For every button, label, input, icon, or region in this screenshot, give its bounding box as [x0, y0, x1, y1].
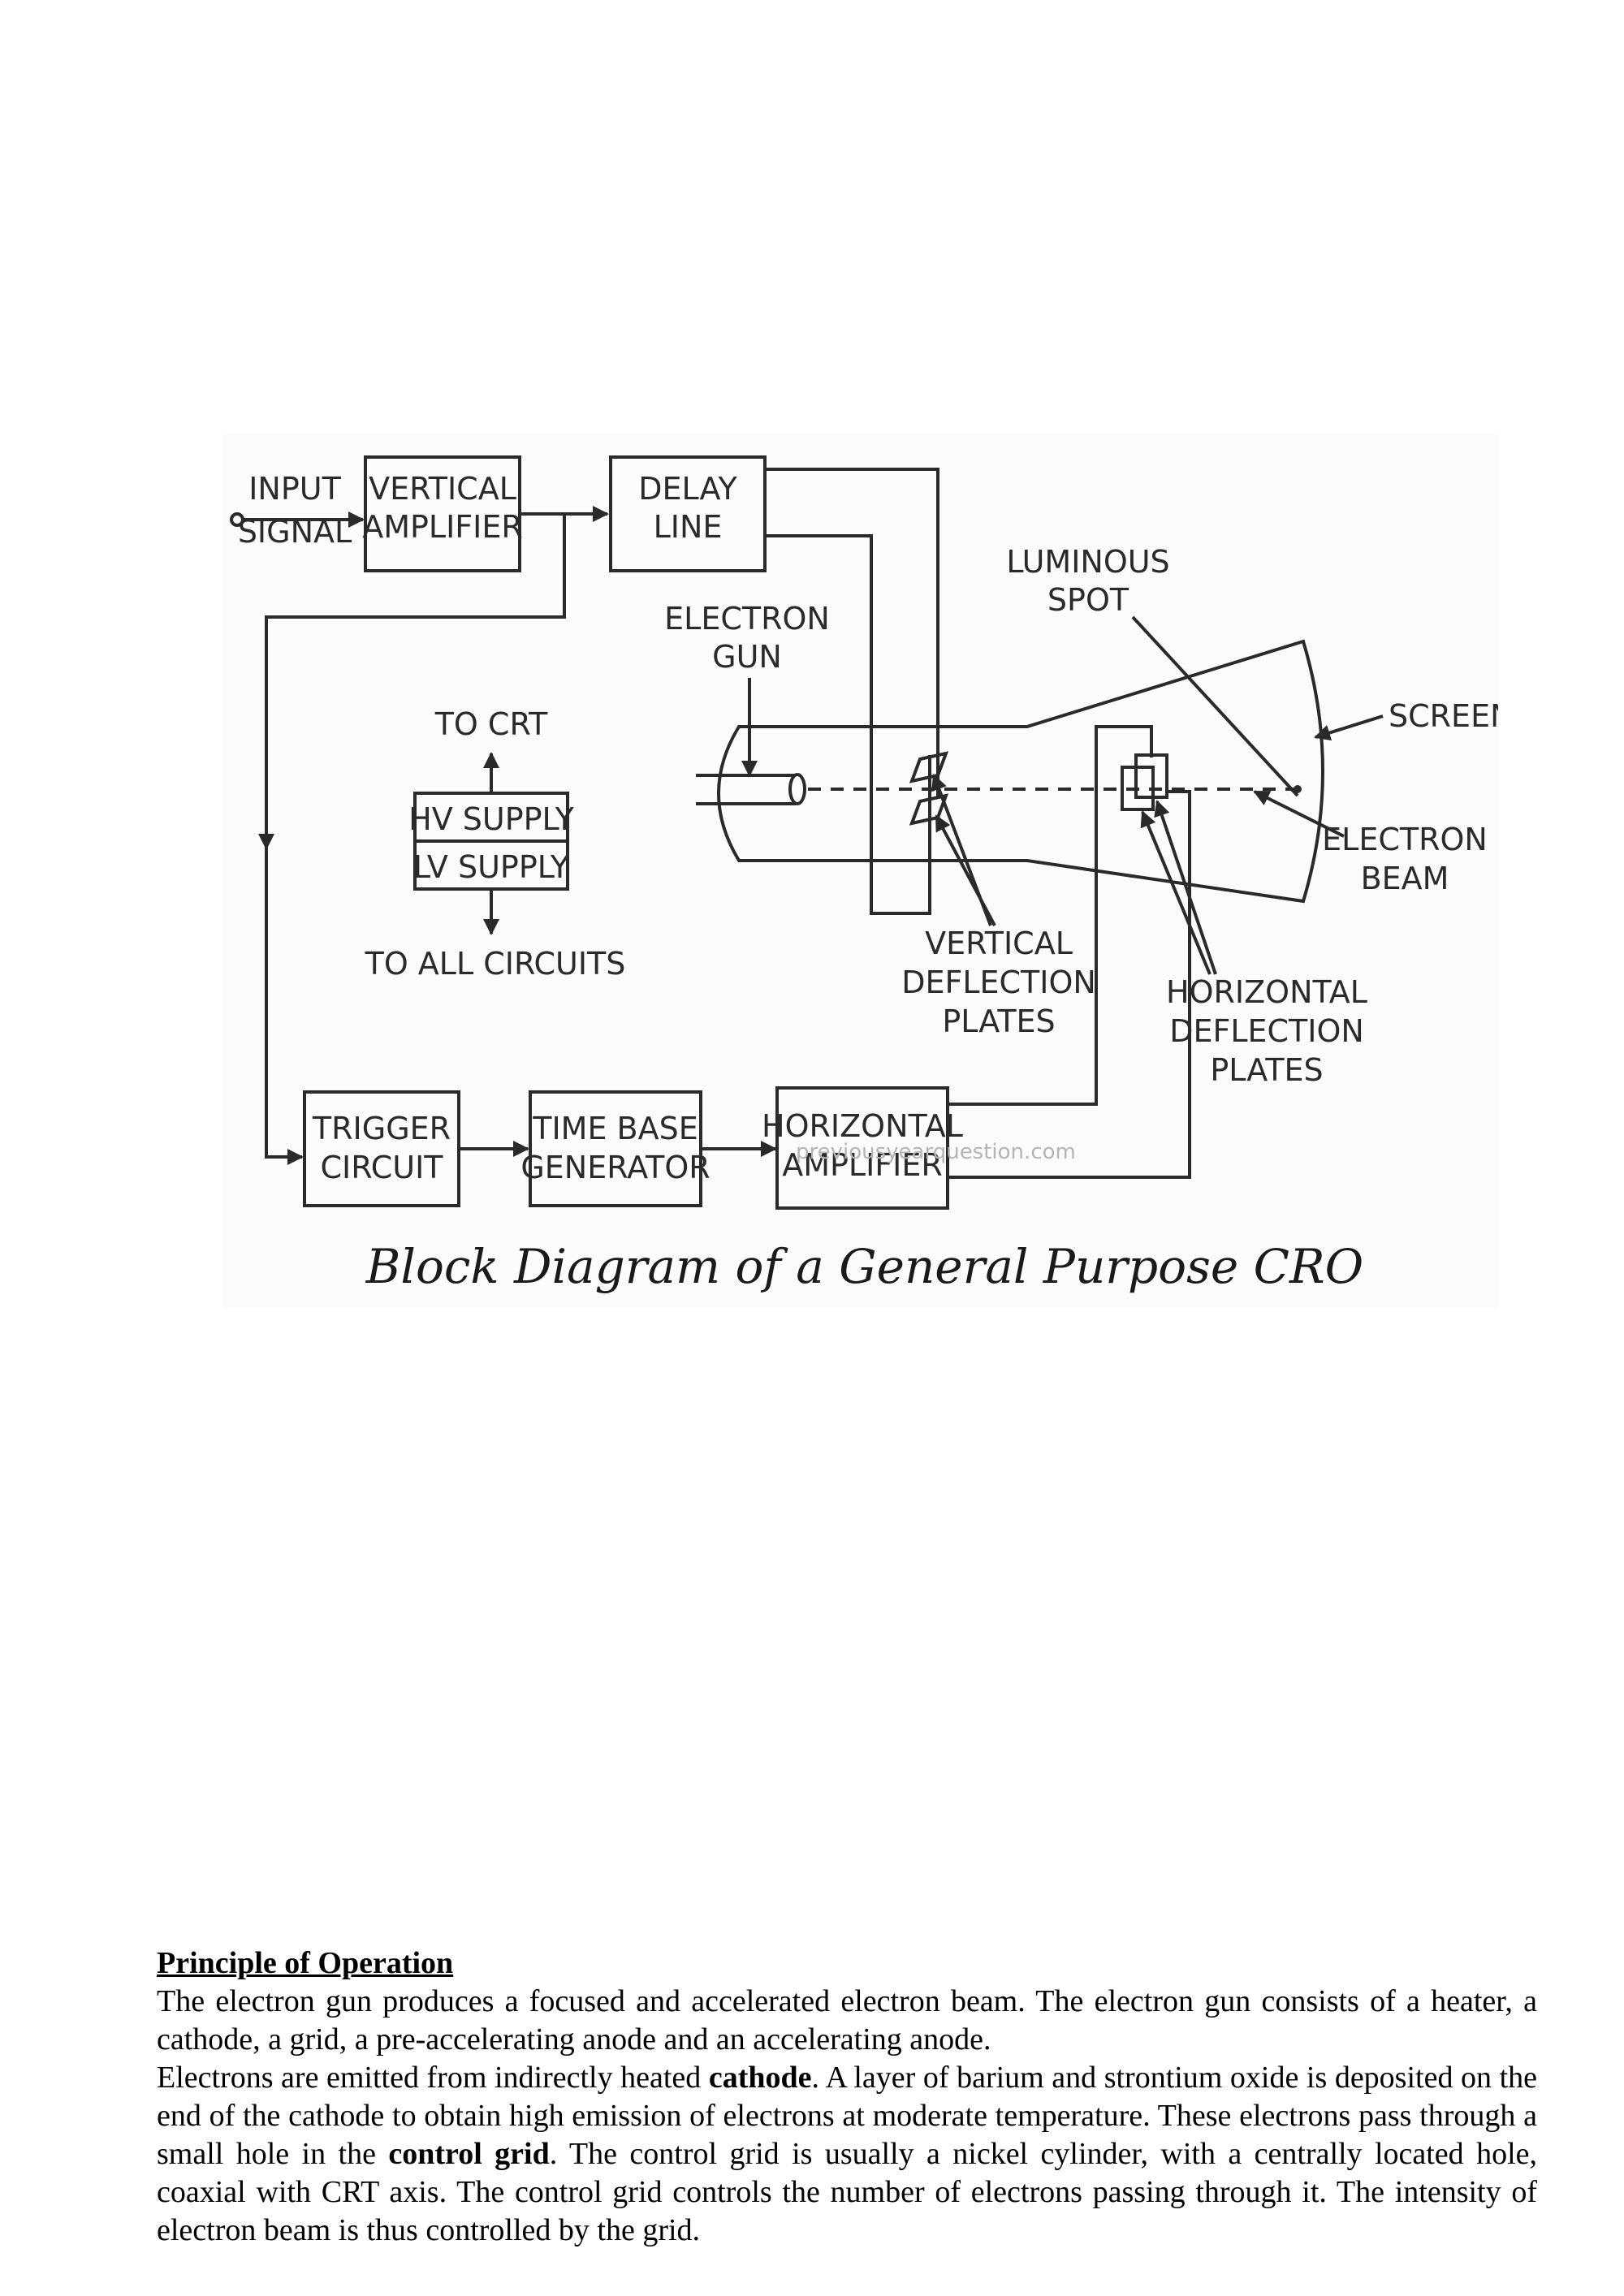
crt-envelope	[717, 639, 1324, 904]
delay-to-vplate-wire-1	[765, 534, 931, 915]
time-base-generator-label-2: GENERATOR	[520, 1150, 710, 1185]
screen-pointer	[1314, 714, 1384, 741]
horizontal-deflection-pointer-1	[1140, 810, 1212, 975]
trigger-circuit-box	[303, 1090, 460, 1207]
time-base-generator-label-1: TIME BASE	[532, 1111, 698, 1146]
cro-block-diagram: INPUT SIGNAL VERTICAL AMPLIFIER DELAY LI…	[230, 455, 1498, 1294]
to-crt-label: TO CRT	[434, 706, 548, 742]
luminous-spot-pointer	[1131, 615, 1299, 797]
horizontal-amplifier-label-1: HORIZONTAL	[762, 1108, 963, 1144]
horizontal-deflection-label-2: DEFLECTION	[1169, 1013, 1364, 1049]
paragraph-2-part-2: . A layer of barium and strontium oxide …	[157, 2061, 1537, 2171]
electron-beam-label-2: BEAM	[1361, 861, 1449, 896]
watermark: previousyearquestion.com	[796, 1140, 1076, 1164]
delay-line-label-2: LINE	[654, 509, 723, 545]
paragraph-2: Electrons are emitted from indirectly he…	[157, 2059, 1537, 2250]
paragraph-2-part-3: . The control grid is usually a nickel c…	[157, 2137, 1538, 2247]
horizontal-amplifier-label-2: AMPLIFIER	[782, 1147, 943, 1183]
paragraph-2-part-1: Electrons are emitted from indirectly he…	[157, 2061, 709, 2095]
trigger-circuit-label-2: CIRCUIT	[320, 1150, 443, 1185]
diagram-panel: INPUT SIGNAL VERTICAL AMPLIFIER DELAY LI…	[223, 434, 1498, 1307]
control-grid-term: control grid	[388, 2137, 550, 2171]
input-signal-label-1: INPUT	[248, 471, 341, 507]
luminous-spot	[1294, 785, 1302, 793]
luminous-spot-label-2: SPOT	[1047, 582, 1129, 618]
electron-beam-label-1: ELECTRON	[1322, 822, 1488, 857]
vertical-deflection-label-2: DEFLECTION	[901, 965, 1096, 1000]
electron-gun-label-1: ELECTRON	[664, 601, 830, 637]
horizontal-deflection-label-1: HORIZONTAL	[1166, 974, 1367, 1010]
lv-supply-label: LV SUPPLY	[413, 849, 570, 885]
to-all-circuits-label: TO ALL CIRCUITS	[365, 946, 626, 982]
horizontal-deflection-label-3: PLATES	[1210, 1052, 1323, 1088]
luminous-spot-label-1: LUMINOUS	[1006, 544, 1169, 580]
delay-line-box	[609, 455, 767, 572]
time-base-generator-box	[529, 1090, 702, 1207]
vertical-deflection-label-1: VERTICAL	[925, 926, 1073, 961]
cathode-term: cathode	[708, 2061, 812, 2095]
paragraph-1: The electron gun produces a focused and …	[157, 1984, 1537, 2056]
horizontal-amplifier-box	[775, 1086, 949, 1210]
hamp-to-hplate-wire-2	[948, 790, 1191, 1179]
hv-supply-label: HV SUPPLY	[408, 801, 575, 837]
delay-line-label-1: DELAY	[638, 471, 737, 507]
diagram-caption: Block Diagram of a General Purpose CRO	[365, 1239, 1363, 1294]
text-block: Principle of Operation The electron gun …	[157, 1944, 1537, 2250]
section-heading: Principle of Operation	[157, 1946, 454, 1980]
electron-gun-nozzle	[788, 773, 806, 805]
vertical-amplifier-label-2: AMPLIFIER	[362, 509, 523, 545]
electron-gun-cylinder	[696, 774, 796, 805]
vertical-amplifier-label-1: VERTICAL	[369, 471, 516, 507]
delay-to-vplate-wire-2	[765, 468, 939, 798]
horizontal-deflection-pointer-2	[1154, 800, 1217, 975]
electron-gun-label-2: GUN	[712, 639, 782, 675]
hamp-to-hplate-wire-1	[948, 725, 1153, 1106]
electron-beam-pointer	[1253, 790, 1345, 838]
screen-label: SCREEN	[1389, 698, 1498, 734]
trigger-circuit-label-1: TRIGGER	[312, 1111, 451, 1146]
vertical-deflection-label-3: PLATES	[942, 1003, 1055, 1039]
vertical-deflection-pointer-2	[935, 814, 996, 926]
